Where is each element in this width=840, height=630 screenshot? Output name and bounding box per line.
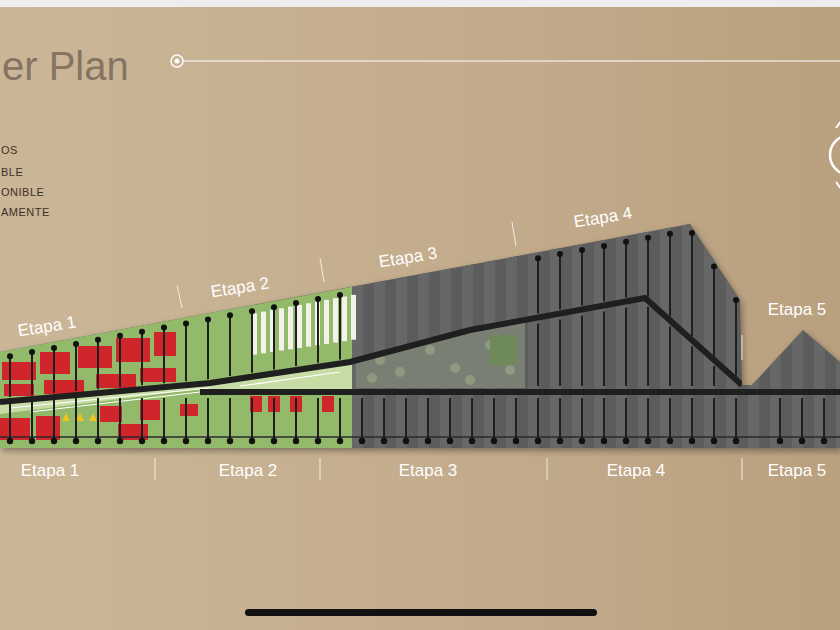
top-bar [0, 0, 840, 7]
stage-tick [742, 458, 743, 480]
stage-label: Etapa 4 [572, 204, 633, 233]
legend-text: OS [1, 144, 18, 156]
stage-label: Etapa 5 [768, 300, 827, 320]
stage-tick [742, 335, 743, 360]
legend-text: ONIBLE [1, 186, 44, 198]
compass [830, 120, 840, 190]
home-indicator [245, 609, 597, 616]
stage-label: Etapa 5 [768, 461, 827, 481]
site-detail [0, 200, 840, 460]
stage-label: Etapa 2 [209, 274, 270, 303]
title-rule [183, 60, 840, 61]
legend-text: BLE [1, 166, 23, 178]
rule-dot [175, 59, 180, 64]
plan-title: er Plan [2, 44, 129, 89]
stage-tick [320, 458, 321, 480]
stage-label: Etapa 3 [399, 461, 458, 481]
rule-dot [171, 55, 183, 67]
stage-label: Etapa 3 [377, 244, 438, 273]
legend-text: AMENTE [1, 206, 50, 218]
stage-label: Etapa 4 [607, 461, 666, 481]
stage-label: Etapa 1 [21, 461, 80, 481]
stage-tick [512, 222, 516, 246]
stage-tick [547, 458, 548, 480]
stage-label: Etapa 2 [219, 461, 278, 481]
stage-tick [155, 458, 156, 480]
stage-tick [177, 285, 182, 308]
stage-tick [320, 258, 324, 282]
stage-label: Etapa 1 [16, 313, 77, 342]
